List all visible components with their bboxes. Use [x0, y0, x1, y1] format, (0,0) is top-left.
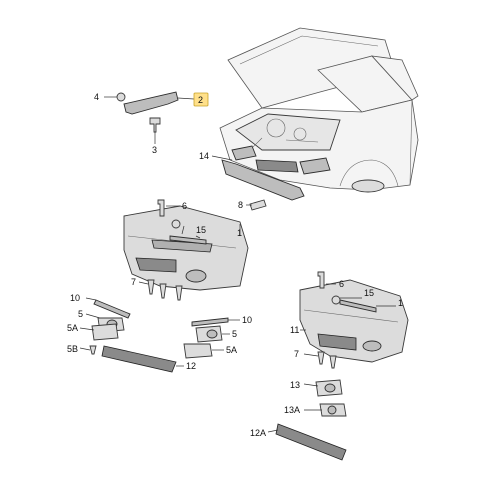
callout-2: 2 — [198, 95, 203, 105]
callout-7-left: 7 — [131, 277, 136, 287]
callout-1-left: 1 — [237, 228, 242, 238]
callout-10-left: 10 — [70, 293, 80, 303]
callout-5-left: 5 — [78, 309, 83, 319]
callout-4: 4 — [94, 92, 99, 102]
callout-6-right: 6 — [339, 279, 344, 289]
callout-5B: 5B — [67, 344, 78, 354]
callout-12A: 12A — [250, 428, 266, 438]
callout-5-right: 5 — [232, 329, 237, 339]
bolt-8 — [249, 199, 267, 211]
clip-5B — [89, 345, 97, 355]
car-illustration — [219, 27, 419, 201]
callout-5A-left: 5A — [67, 323, 78, 333]
trim-10-left — [93, 299, 131, 319]
callout-15-left: 15 — [196, 225, 206, 235]
fog-cover-5A-left — [91, 323, 119, 341]
callout-10-right: 10 — [242, 315, 252, 325]
callout-14: 14 — [199, 151, 209, 161]
callout-7-right: 7 — [294, 349, 299, 359]
callout-1-right: 1 — [398, 298, 403, 308]
lower-grille-12A — [275, 423, 347, 461]
bracket-group — [116, 91, 179, 133]
callout-13A: 13A — [284, 405, 300, 415]
highlight-box — [193, 92, 209, 107]
front-bumper-left — [123, 199, 249, 301]
bolt-part — [149, 117, 161, 133]
callout-8: 8 — [238, 200, 243, 210]
leader-lines — [79, 96, 396, 433]
callout-5A-right: 5A — [226, 345, 237, 355]
left-trim-parts — [89, 299, 229, 373]
callout-13: 13 — [290, 380, 300, 390]
callout-labels: 4 2 3 14 8 6 15 1 7 10 5 5A 5B 12 10 5 5… — [67, 92, 403, 438]
lower-grille-12 — [101, 345, 177, 373]
callout-12: 12 — [186, 361, 196, 371]
callout-6-left: 6 — [182, 201, 187, 211]
clip-part — [116, 92, 126, 102]
trim-10-right — [191, 317, 229, 327]
fog-cover-5A-right — [183, 343, 213, 359]
callout-15-right: 15 — [364, 288, 374, 298]
front-bumper-right — [275, 271, 409, 461]
callout-11: 11 — [290, 325, 299, 335]
bracket-part — [123, 91, 179, 115]
callout-3: 3 — [152, 145, 157, 155]
